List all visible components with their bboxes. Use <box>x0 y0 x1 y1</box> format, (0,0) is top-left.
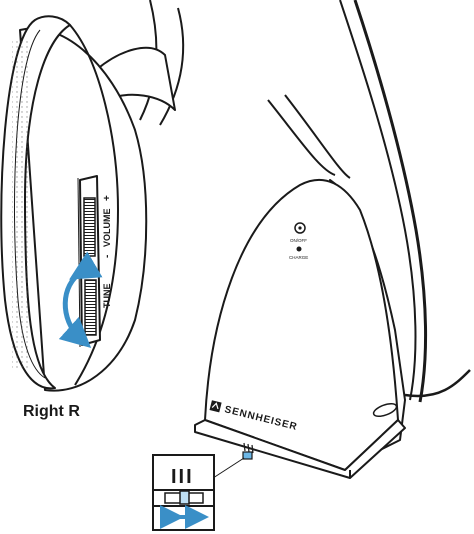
channel-switch[interactable] <box>242 451 253 460</box>
charge-led <box>296 246 302 252</box>
headphone-earcup <box>0 0 185 392</box>
callout-line <box>209 457 245 481</box>
volume-plus-label: + <box>102 195 113 201</box>
volume-label: VOLUME <box>102 208 112 247</box>
transmitter-base <box>194 178 406 479</box>
tune-wheel[interactable] <box>84 279 97 336</box>
on-off-button-center <box>298 226 302 230</box>
headband-on-stand <box>267 0 428 403</box>
power-cable <box>404 369 471 398</box>
channel-switch-inset: III <box>152 454 215 531</box>
rotate-arrow-icon <box>58 251 103 349</box>
charge-label: CHARGE <box>289 255 308 260</box>
sennheiser-logo-icon <box>209 400 222 413</box>
inset-switch-knob <box>179 490 190 505</box>
on-off-label: ON/OFF <box>290 238 307 243</box>
volume-wheel[interactable] <box>83 197 96 257</box>
volume-minus-label: - <box>102 255 113 258</box>
tune-label: TUNE <box>102 284 112 309</box>
side-label: Right R <box>23 403 80 420</box>
side-slot <box>372 403 398 417</box>
channel-switch-marks <box>243 442 254 454</box>
inset-channel-marks: III <box>171 466 194 488</box>
